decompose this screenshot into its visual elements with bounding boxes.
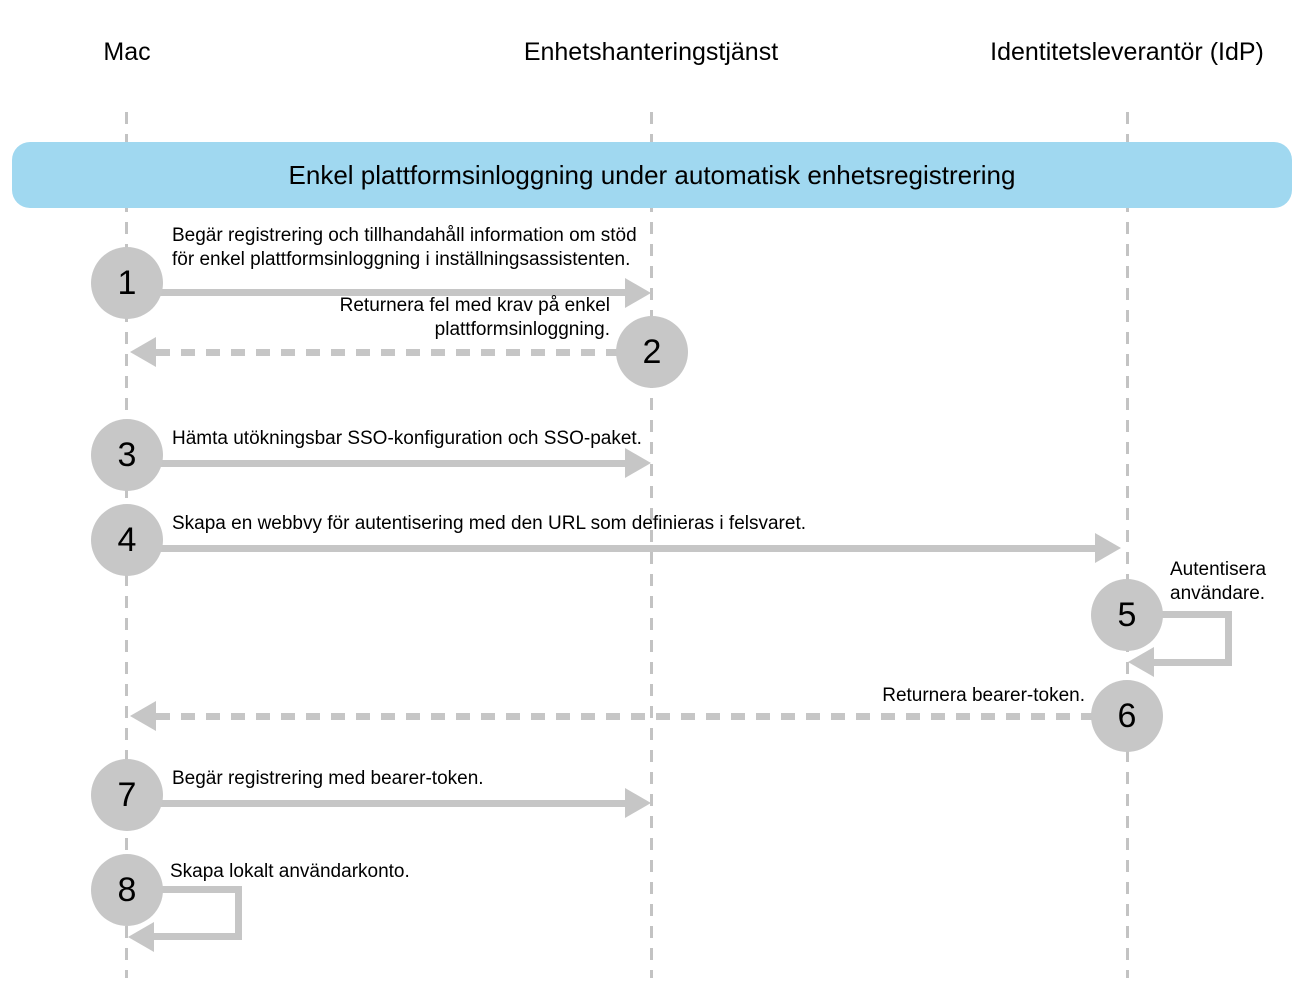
step-2-message-line: plattformsinloggning. xyxy=(434,319,610,340)
step-8-self-loop xyxy=(150,886,242,940)
actor-label-mac: Mac xyxy=(103,38,151,66)
step-6-arrowhead-icon xyxy=(130,701,156,731)
step-1-arrow xyxy=(160,289,626,296)
step-4-arrowhead-icon xyxy=(1095,533,1121,563)
step-8-number-badge: 8 xyxy=(91,854,163,926)
step-5-number-badge: 5 xyxy=(1091,579,1163,651)
step-5-message-line: användare. xyxy=(1170,583,1266,604)
step-7-number-badge: 7 xyxy=(91,759,163,831)
step-1-number-badge: 1 xyxy=(91,247,163,319)
step-4-message: Skapa en webbvy för autentisering med de… xyxy=(172,512,806,536)
step-2-arrow xyxy=(156,349,617,356)
step-7-arrowhead-icon xyxy=(625,788,651,818)
step-8-arrowhead-icon xyxy=(128,922,154,952)
step-3-message-line: Hämta utökningsbar SSO-konfiguration och… xyxy=(172,428,642,449)
step-1-message-line: för enkel plattformsinloggning i inställ… xyxy=(172,249,631,270)
step-3-arrow xyxy=(160,460,626,467)
step-1-arrowhead-icon xyxy=(625,278,651,308)
step-6-number-badge: 6 xyxy=(1091,680,1163,752)
step-5-self-loop xyxy=(1150,611,1232,666)
step-7-arrow xyxy=(160,800,626,807)
step-3-arrowhead-icon xyxy=(625,448,651,478)
step-6-message: Returnera bearer-token. xyxy=(785,684,1085,708)
step-5-message-line: Autentisera xyxy=(1170,559,1267,580)
phase-banner-title: Enkel plattformsinloggning under automat… xyxy=(288,159,1016,190)
step-1-message-line: Begär registrering och tillhandahåll inf… xyxy=(172,225,637,246)
step-6-arrow xyxy=(156,713,1092,720)
step-3-number-badge: 3 xyxy=(91,419,163,491)
step-4-arrow xyxy=(160,545,1096,552)
step-8-message-line: Skapa lokalt användarkonto. xyxy=(170,861,410,882)
step-2-arrowhead-icon xyxy=(130,337,156,367)
step-3-message: Hämta utökningsbar SSO-konfiguration och… xyxy=(172,427,642,451)
actor-label-idp: Identitetsleverantör (IdP) xyxy=(990,38,1264,66)
step-6-message-line: Returnera bearer-token. xyxy=(882,685,1085,706)
step-2-number-badge: 2 xyxy=(616,316,688,388)
lifeline-idp xyxy=(1126,112,1129,978)
step-4-number-badge: 4 xyxy=(91,504,163,576)
step-2-message-line: Returnera fel med krav på enkel xyxy=(339,295,610,316)
step-2-message: Returnera fel med krav på enkel plattfor… xyxy=(290,294,610,342)
step-7-message-line: Begär registrering med bearer-token. xyxy=(172,768,484,789)
actor-label-device-management: Enhetshanteringstjänst xyxy=(523,38,779,66)
step-1-message: Begär registrering och tillhandahåll inf… xyxy=(172,224,637,272)
step-4-message-line: Skapa en webbvy för autentisering med de… xyxy=(172,513,807,534)
step-8-message: Skapa lokalt användarkonto. xyxy=(170,860,410,884)
step-5-arrowhead-icon xyxy=(1128,647,1154,677)
phase-banner: Enkel plattformsinloggning under automat… xyxy=(12,142,1292,208)
step-7-message: Begär registrering med bearer-token. xyxy=(172,767,484,791)
step-5-message: Autentisera användare. xyxy=(1170,558,1266,606)
